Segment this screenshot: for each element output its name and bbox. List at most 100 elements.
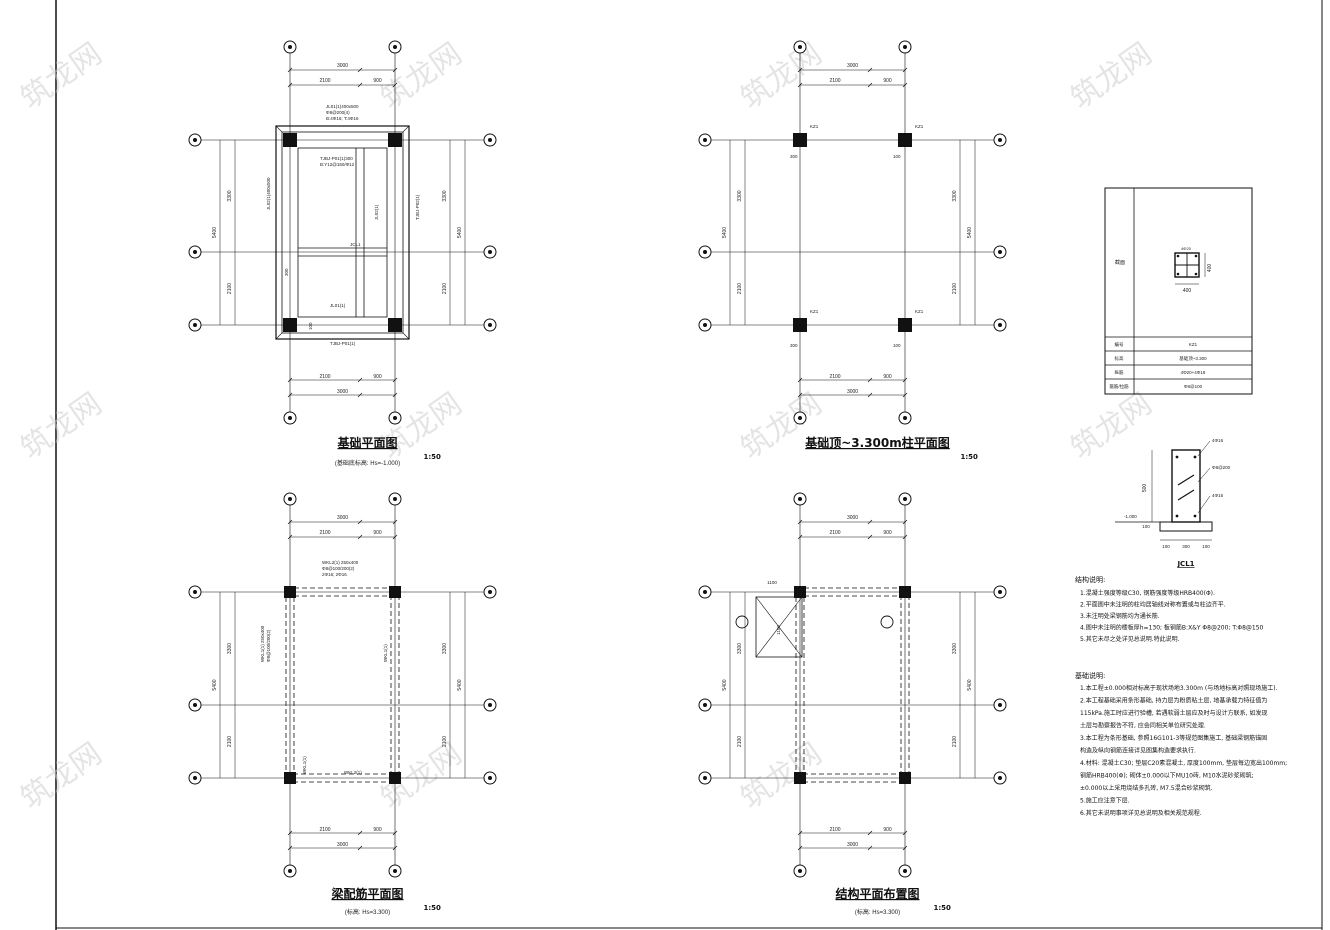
axis-bubble-dot	[703, 138, 707, 142]
dim-total: 3000	[847, 389, 858, 395]
column-kz1	[793, 133, 807, 147]
dim-segment: 2100	[442, 283, 448, 294]
dim-tick	[392, 845, 398, 851]
axis-bubble-dot	[288, 45, 292, 49]
column-table-frame	[1104, 187, 1253, 395]
watermark-text: 筑龙网	[15, 36, 109, 116]
stair-opening	[755, 596, 803, 658]
corner-line	[275, 125, 283, 133]
jcl1-dim-left: 100	[1162, 544, 1170, 549]
structure-note-line: 1.混凝土强度等级C30, 钢筋强度等级HRB400(Φ).	[1080, 589, 1215, 597]
beam-dashed	[285, 587, 400, 783]
column-kz1	[389, 586, 401, 598]
dim-tick	[902, 82, 908, 88]
dim-tick	[797, 67, 803, 73]
beam-annotation: B:Y12@150/Φ12	[320, 162, 355, 167]
foundation-note-line: 1.本工程±0.000相对标高于现状场地3.300m (与场地标高对照现场施工)…	[1080, 684, 1278, 692]
column-annotation: 100	[893, 343, 901, 348]
axis-bubble-dot	[193, 590, 197, 594]
dim-tick	[392, 830, 398, 836]
dim-total: 3000	[337, 515, 348, 521]
dim-tick	[867, 67, 873, 73]
axis-bubble-dot	[903, 497, 907, 501]
foundation-note-line: 土层与勘察报告不符, 应会同相关单位研究处理.	[1080, 722, 1206, 730]
dim-tick	[392, 534, 398, 540]
column-table-key: 箍筋/拉筋	[1109, 383, 1129, 390]
dim-tick	[357, 377, 363, 383]
axis-bubble-dot	[798, 869, 802, 873]
dim-tick	[392, 377, 398, 383]
beam-annotation: WKL2(1) 250x400	[322, 560, 359, 565]
dim-tick	[357, 519, 363, 525]
dim-tick	[287, 377, 293, 383]
dim-total: 5400	[722, 679, 728, 690]
column-table-key: 纵筋	[1115, 369, 1124, 376]
jcl1-dim-mid: 300	[1182, 544, 1190, 549]
dim-segment: 900	[883, 827, 892, 833]
axis-bubble-dot	[288, 869, 292, 873]
dim-tick	[867, 377, 873, 383]
dim-total: 3000	[847, 842, 858, 848]
column-kz1	[283, 318, 297, 332]
dim-tick	[902, 830, 908, 836]
plan-title: 梁配筋平面图	[330, 886, 403, 901]
dim-tick	[797, 392, 803, 398]
structure-notes-title: 结构说明:	[1075, 575, 1105, 584]
axis-bubble-dot	[393, 497, 397, 501]
jcl1-title: JCL1	[1176, 560, 1194, 568]
jcl1-bar	[1175, 455, 1179, 459]
beam-dashed	[795, 587, 910, 783]
watermark-text: 筑龙网	[735, 36, 829, 116]
column-annotation: KZ1	[915, 309, 924, 314]
kz1-bar	[1176, 272, 1180, 276]
plan-scale: 1:50	[424, 904, 442, 912]
plan-subtitle: (标高: Hs=3.300)	[345, 908, 390, 916]
kz1-bar	[1176, 254, 1180, 258]
axis-bubble-dot	[998, 703, 1002, 707]
dim-tick	[392, 392, 398, 398]
footing-inner	[281, 131, 404, 334]
beam-annotation: Φ8@200(4)	[326, 110, 350, 115]
axis-bubble-dot	[488, 590, 492, 594]
plan-title: 结构平面布置图	[835, 886, 919, 901]
plan-scale: 1:50	[961, 453, 979, 461]
jcl1-stirrup	[1177, 474, 1195, 486]
beam-inner	[297, 147, 388, 318]
dim-total: 5400	[967, 679, 973, 690]
dim-segment: 2100	[737, 736, 743, 747]
dim-tick	[797, 534, 803, 540]
beam-annotation: JL02(1)	[374, 204, 379, 220]
dim-segment: 3300	[737, 190, 743, 201]
beam-annotation: B:4Φ16; T:4Φ16	[326, 116, 359, 121]
beam-dashed	[803, 595, 902, 775]
beam-annotation: JL01(1)	[330, 303, 346, 308]
beam-annotation: Φ8@100/200(2)	[266, 629, 271, 662]
column-table-rows: 编号 KZ1 标高 基础顶~3.300 纵筋 4Φ20+4Φ18 箍筋/拉筋 Φ…	[1109, 341, 1207, 390]
dim-total: 5400	[212, 679, 218, 690]
dim-segment: 900	[373, 827, 382, 833]
foundation-note-line: 5.施工应注意下层.	[1080, 797, 1130, 805]
column-annotation: KZ1	[810, 309, 819, 314]
column-kz1	[283, 133, 297, 147]
foundation-note-line: 构造及纵向钢筋连接详见图集构造要求执行.	[1080, 747, 1196, 755]
dim-segment: 900	[373, 530, 382, 536]
column-kz1	[388, 318, 402, 332]
column-annotation: 300	[790, 343, 798, 348]
dim-total: 5400	[967, 227, 973, 238]
dim-tick	[797, 377, 803, 383]
dim-segment: 2100	[829, 78, 840, 84]
dim-total: 3000	[847, 515, 858, 521]
dim-tick	[867, 82, 873, 88]
beam-annotation: WKL2(1)	[344, 770, 362, 775]
foundation-note-line: 6.其它未说明事项详见总说明及相关规范规程.	[1080, 809, 1202, 817]
dim-segment: 3300	[227, 643, 233, 654]
foundation-note-line: 115kPa.施工时应进行验槽, 若遇软弱土层应及时与设计方联系, 如发现	[1080, 709, 1268, 717]
dim-segment: 2100	[319, 78, 330, 84]
kz1-bar	[1194, 254, 1198, 258]
jcl1-leader	[1197, 495, 1211, 514]
dim-segment: 2100	[227, 283, 233, 294]
dim-total: 5400	[457, 679, 463, 690]
jcl1-rebar-top: 4Φ16	[1212, 438, 1224, 443]
